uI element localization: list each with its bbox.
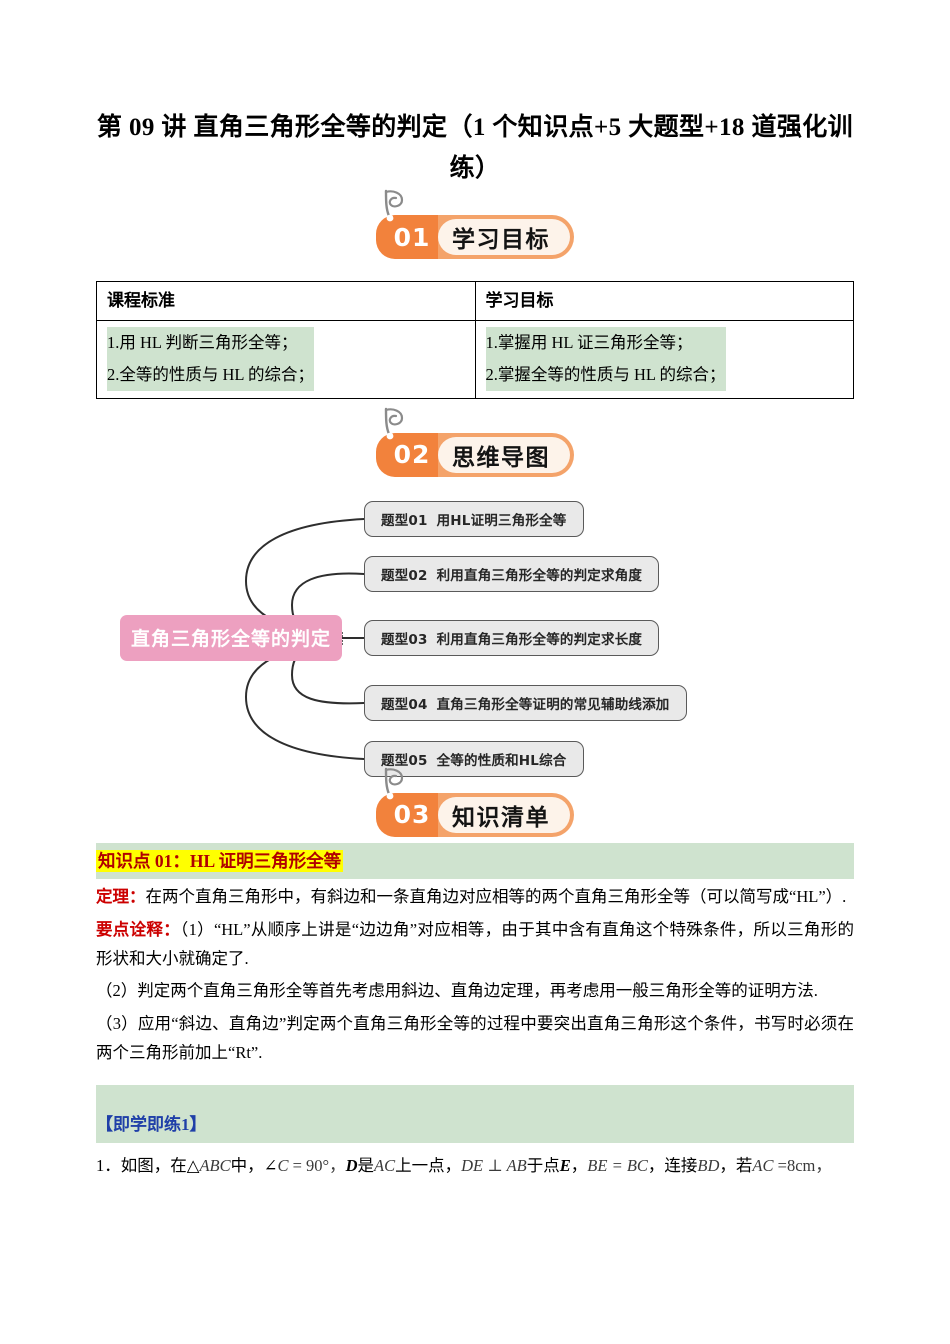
practice-question-number: 1． [96,1155,121,1175]
section-badge-02-number: 02 [376,432,438,477]
page-title: 第 09 讲 直角三角形全等的判定（1 个知识点+5 大题型+18 道强化训练） [96,114,854,182]
q-v7: BE = BC [587,1155,648,1175]
mindmap: 直角三角形全等的判定 题型01 用HL证明三角形全等 题型02 利用直角三角形全… [96,493,854,785]
q-v8: BD [697,1155,720,1175]
theorem-paragraph: 定理：在两个直角三角形中，有斜边和一条直角边对应相等的两个直角三角形全等（可以简… [96,883,854,912]
mindmap-branch-3-index: 题型03 [381,631,428,648]
section-badge-01-wrap: 01 学习目标 [96,189,854,259]
notes-paragraph-1: 要点诠释：（1）“HL”从顺序上讲是“边边角”对应相等，由于其中含有直角这个特殊… [96,916,854,973]
mindmap-branch-2-text: 利用直角三角形全等的判定求角度 [436,567,643,584]
theorem-label: 定理： [96,887,146,907]
q-v2: C [277,1155,289,1175]
mindmap-branch-3[interactable]: 题型03 利用直角三角形全等的判定求长度 [364,619,660,656]
notes-paragraph-3: （3）应用“斜边、直角边”判定两个直角三角形全等的过程中要突出直角三角形这个条件… [96,1013,854,1062]
goal-line-1: 1.掌握用 HL 证三角形全等； [485,332,693,352]
table-header-standard: 课程标准 [96,281,476,321]
mindmap-branch-1-text: 用HL证明三角形全等 [436,512,567,529]
knowledge-point-heading-text: 知识点 01：HL 证明三角形全等 [96,849,344,872]
practice-section: 【即学即练1】 [96,1085,854,1143]
q-p2: 中，∠ [230,1155,278,1175]
mindmap-branch-3-text: 利用直角三角形全等的判定求长度 [436,631,643,648]
mindmap-branch-5-text: 全等的性质和HL综合 [436,752,567,769]
table-header-goal: 学习目标 [474,281,854,321]
goal-highlight: 1.掌握用 HL 证三角形全等； 2.掌握全等的性质与 HL 的综合； [485,326,726,391]
q-v3: D [345,1155,358,1175]
notes-label: 要点诠释： [96,919,181,939]
knowledge-point-heading: 知识点 01：HL 证明三角形全等 [96,842,854,880]
q-p4: 是 [357,1155,375,1175]
section-badge-02: 02 思维导图 [376,407,574,477]
mindmap-branch-2-index: 题型02 [381,567,428,584]
section-badge-03-wrap: 03 知识清单 [96,767,854,837]
q-p10: =8cm， [773,1155,832,1175]
section-badge-02-label: 思维导图 [438,436,570,473]
section-badge-01: 01 学习目标 [376,189,574,259]
practice-question: 1．如图，在△ABC中，∠C = 90°，D是AC上一点，DE ⊥ AB于点E，… [96,1151,854,1181]
mindmap-branch-2[interactable]: 题型02 利用直角三角形全等的判定求角度 [364,555,660,592]
q-v1: ABC [199,1155,231,1175]
q-v4: AC [374,1155,396,1175]
mindmap-branch-5-index: 题型05 [381,752,428,769]
mindmap-branch-1-index: 题型01 [381,512,428,529]
q-v6: E [559,1155,571,1175]
q-p5: 上一点， [395,1155,462,1175]
section-badge-02-wrap: 02 思维导图 [96,407,854,477]
table-cell-goal: 1.掌握用 HL 证三角形全等； 2.掌握全等的性质与 HL 的综合； [474,319,854,399]
table-row: 1.用 HL 判断三角形全等； 2.全等的性质与 HL 的综合； 1.掌握用 H… [96,319,854,399]
q-p6: 于点 [526,1155,560,1175]
standard-line-1: 1.用 HL 判断三角形全等； [107,332,298,352]
section-badge-01-number: 01 [376,215,438,259]
mindmap-branch-4[interactable]: 题型04 直角三角形全等证明的常见辅助线添加 [364,684,687,721]
standard-line-2: 2.全等的性质与 HL 的综合； [107,364,315,384]
mindmap-branch-1[interactable]: 题型01 用HL证明三角形全等 [364,500,584,537]
goal-line-2: 2.掌握全等的性质与 HL 的综合； [485,364,726,384]
section-badge-03-number: 03 [376,792,438,837]
section-badge-01-label: 学习目标 [438,219,570,255]
q-p9: ，若 [719,1155,753,1175]
standard-highlight: 1.用 HL 判断三角形全等； 2.全等的性质与 HL 的综合； [107,326,315,391]
q-v5: DE ⊥ AB [461,1155,527,1175]
q-v9: AC [752,1155,774,1175]
section-badge-03-label: 知识清单 [438,796,570,833]
table-header-row: 课程标准 学习目标 [96,281,854,321]
notes-text-1: （1）“HL”从顺序上讲是“边边角”对应相等，由于其中含有直角这个特殊条件，所以… [96,919,855,968]
q-p8: ，连接 [647,1155,698,1175]
mindmap-branch-4-text: 直角三角形全等证明的常见辅助线添加 [436,696,670,713]
q-p3: = 90°， [288,1155,346,1175]
theorem-text: 在两个直角三角形中，有斜边和一条直角边对应相等的两个直角三角形全等（可以简写成“… [145,887,847,907]
table-cell-standard: 1.用 HL 判断三角形全等； 2.全等的性质与 HL 的综合； [96,319,476,399]
notes-paragraph-2: （2）判定两个直角三角形全等首先考虑用斜边、直角边定理，再考虑用一般三角形全等的… [96,981,818,1001]
mindmap-center-node: 直角三角形全等的判定 [120,614,342,661]
mindmap-branch-4-index: 题型04 [381,696,428,713]
section-badge-03: 03 知识清单 [376,767,574,837]
mindmap-branch-5[interactable]: 题型05 全等的性质和HL综合 [364,740,584,777]
q-p7: ， [570,1155,588,1175]
objectives-table: 课程标准 学习目标 1.用 HL 判断三角形全等； 2.全等的性质与 HL 的综… [96,281,854,399]
practice-label: 【即学即练1】 [96,1115,207,1135]
q-p1: 如图，在△ [120,1155,200,1175]
